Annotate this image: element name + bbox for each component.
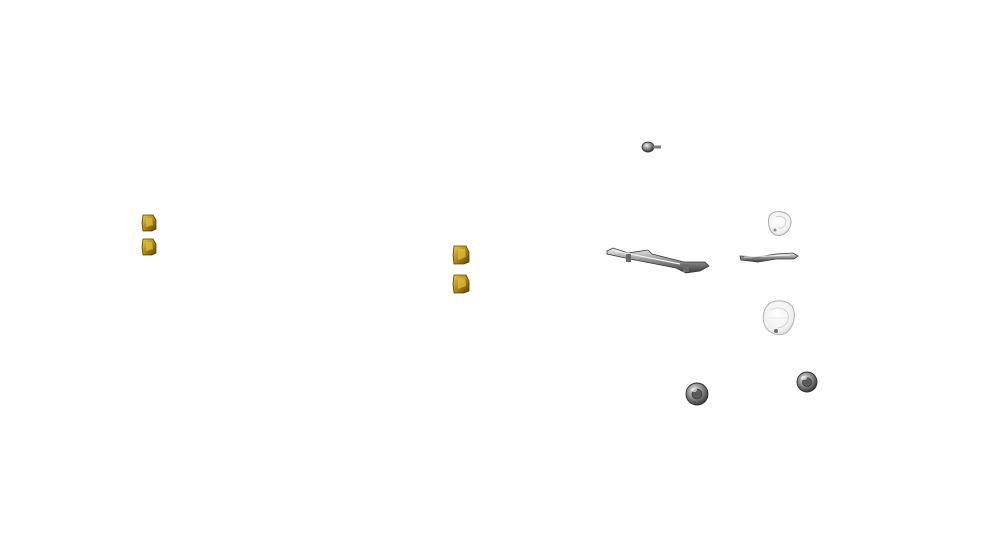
clear-lens-large [762, 300, 795, 336]
amber-reflector-lower-center [452, 274, 470, 294]
long-mounting-bracket [606, 247, 710, 274]
short-mounting-rod [739, 252, 799, 263]
chrome-nut-left [685, 382, 709, 406]
amber-reflector-lower-left [141, 238, 157, 256]
amber-reflector-upper-center [452, 245, 470, 265]
chrome-nut-right [796, 371, 818, 393]
amber-reflector-upper-left [141, 214, 157, 232]
small-bolt [641, 141, 661, 153]
clear-lens-small [767, 211, 792, 236]
